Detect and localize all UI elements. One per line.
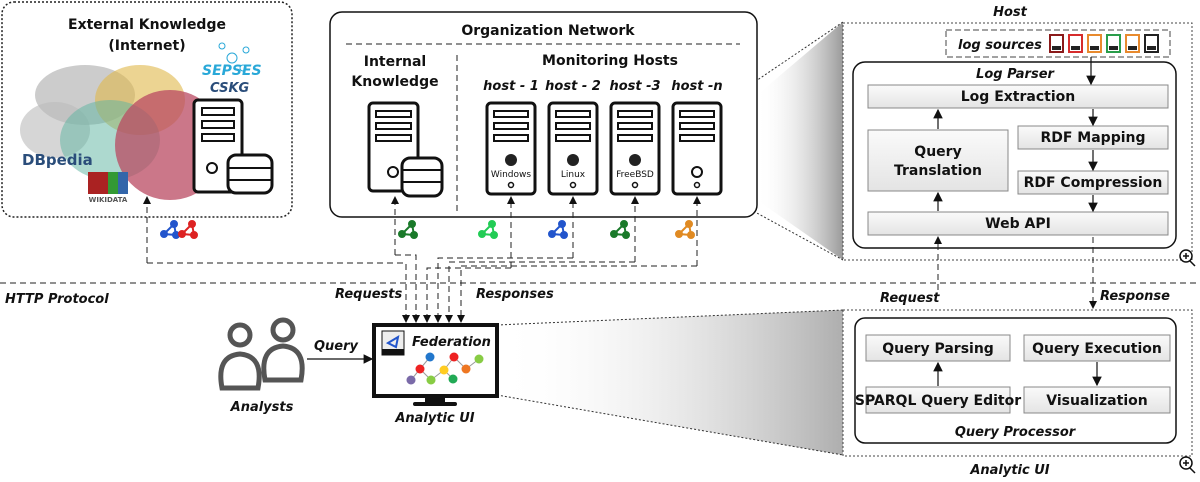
web-api-label: Web API [985, 216, 1051, 232]
org-title: Organization Network [461, 23, 635, 39]
host-server-1: host - 1 Windows [483, 79, 539, 196]
monitoring-hosts-label: Monitoring Hosts [542, 53, 678, 69]
host-server-4: host -n [671, 79, 723, 196]
sparql-query-editor-label: SPARQL Query Editor [855, 393, 1021, 409]
os-label: Windows [491, 170, 531, 180]
graph-node [449, 352, 459, 362]
rdf-graph-icon [675, 220, 695, 239]
graph-node [415, 364, 425, 374]
log-parser-title: Log Parser [976, 67, 1055, 82]
zoom-shade-host [757, 22, 843, 260]
visualization-block [1023, 386, 1171, 414]
zoom-in-icon [1179, 456, 1196, 474]
os-label: Linux [561, 170, 586, 180]
rdf-graph-icon [478, 220, 498, 239]
request-arrow [395, 254, 420, 323]
sparql-logo [381, 330, 405, 356]
rdf-graph-icon [398, 220, 418, 239]
rdf-compression-label: RDF Compression [1024, 175, 1163, 191]
response-label: Response [1100, 289, 1170, 304]
query-translation-label: Query [914, 144, 961, 160]
host-label: host -3 [609, 79, 660, 94]
zoom-shade-ui [497, 310, 843, 455]
request-arrow [423, 267, 511, 323]
external-knowledge-box: External Knowledge (Internet) SEPSES CSK… [1, 1, 293, 218]
graph-node [426, 375, 436, 385]
request-arrow [457, 265, 697, 323]
log-extraction-label: Log Extraction [961, 89, 1075, 105]
wikidata-label: WIKIDATA [89, 196, 128, 204]
request-response-lines [143, 196, 701, 323]
federation-graph [406, 352, 484, 385]
host-label: host - 2 [545, 79, 601, 94]
query-parsing-block [865, 334, 1011, 362]
cskg-logo: CSKG [210, 81, 250, 96]
dbpedia-logo: DBpedia [22, 151, 93, 169]
wikidata-logo [88, 172, 128, 194]
host-server-3: host -3 FreeBSD [609, 79, 661, 196]
os-logo-icon [629, 154, 641, 166]
request-label: Request [880, 291, 940, 306]
graph-node [474, 354, 484, 364]
host-panel: Host log sources Log Parser Log Extracti… [842, 5, 1196, 267]
external-title: External Knowledge [68, 17, 226, 33]
organization-network-box: Organization Network Internal Knowledge … [329, 11, 758, 218]
request-arrow [445, 261, 635, 323]
query-translation-block [867, 129, 1009, 192]
analytic-ui-panel: Query Parsing Query Execution SPARQL Que… [842, 309, 1196, 478]
host-label: host -n [671, 79, 722, 94]
internal-knowledge-label-2: Knowledge [351, 74, 438, 90]
analysts-label: Analysts [230, 400, 294, 415]
os-logo-icon [567, 154, 579, 166]
query-processor-title: Query Processor [955, 425, 1077, 440]
web-api-block [867, 211, 1169, 236]
rdf-graph-icon [160, 220, 180, 239]
os-label: FreeBSD [616, 170, 654, 180]
sepses-logo: SEPSES [202, 63, 262, 79]
host-panel-title: Host [993, 5, 1028, 20]
log-sources-label: log sources [958, 38, 1042, 53]
query-translation-label-2: Translation [894, 163, 982, 179]
query-execution-block [1023, 334, 1171, 362]
external-subtitle: (Internet) [108, 38, 185, 54]
host-label: host - 1 [483, 79, 539, 94]
request-arrow [434, 257, 573, 323]
sparql-query-editor-block [865, 386, 1011, 414]
http-protocol-label: HTTP Protocol [5, 292, 109, 307]
analytic-ui-panel-title: Analytic UI [969, 463, 1049, 478]
federation-label: Federation [412, 335, 491, 350]
query-label: Query [314, 339, 359, 354]
analysts-icon [218, 317, 305, 391]
rdf-graph-icon [610, 220, 630, 239]
graph-node [439, 365, 449, 375]
os-logo-icon [505, 154, 517, 166]
external-server-icon [192, 98, 274, 195]
graph-node [448, 374, 458, 384]
graph-node [425, 352, 435, 362]
rdf-graph-icon [548, 220, 568, 239]
query-parsing-label: Query Parsing [882, 341, 994, 357]
rdf-mapping-label: RDF Mapping [1040, 130, 1145, 146]
internal-server-icon [367, 101, 444, 198]
analytic-ui-label: Analytic UI [394, 411, 474, 426]
internal-knowledge-label: Internal [364, 54, 426, 70]
analytic-ui-monitor: Federation [372, 323, 499, 406]
network-icon [218, 42, 250, 72]
query-execution-label: Query Execution [1032, 341, 1162, 357]
visualization-label: Visualization [1046, 393, 1147, 409]
graph-node [406, 375, 416, 385]
zoom-in-icon [1179, 249, 1196, 267]
graph-node [461, 364, 471, 374]
host-server-2: host - 2 Linux [545, 79, 601, 196]
rdf-graph-icon [178, 220, 198, 239]
requests-label: Requests [335, 287, 403, 302]
log-extraction-block [867, 84, 1169, 109]
responses-label: Responses [476, 287, 554, 302]
database-icon [226, 153, 274, 195]
